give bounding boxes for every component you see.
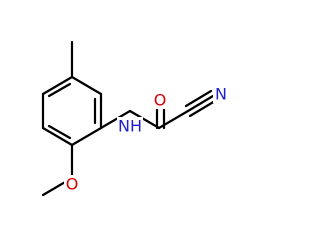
atom-oxygen-carbonyl: O (152, 91, 168, 110)
aromatic-inner-bond-3 (47, 82, 72, 98)
bond-c4-c5 (41, 126, 74, 147)
benzene-ring (41, 75, 103, 147)
chemical-structure: O NH N O (41, 40, 229, 197)
bond-c6-c1 (41, 75, 74, 96)
nitrogen-nitrile-label: N (215, 85, 227, 104)
nitrile-triple-bond-2 (186, 94, 215, 113)
atom-nitrogen-nitrile: N (213, 85, 229, 104)
atom-nitrogen-amide: NH (117, 117, 143, 136)
bond-c1-c2 (70, 75, 103, 96)
aromatic-inner-bond-2 (47, 124, 72, 140)
bond-ring-nitrogen (99, 109, 132, 130)
bond-nitrogen-carbonyl (128, 109, 161, 130)
nitrile-triple-bond-1 (184, 89, 213, 108)
atom-oxygen-methoxy: O (64, 175, 80, 194)
nitrogen-amide-label: NH (118, 117, 142, 136)
nitrile-triple-bond-3 (188, 99, 217, 118)
oxygen-carbonyl-label: O (154, 91, 167, 110)
bond-c3-c4 (70, 126, 103, 147)
oxygen-methoxy-label: O (66, 175, 79, 194)
bond-carbonyl-methylene (157, 109, 190, 130)
